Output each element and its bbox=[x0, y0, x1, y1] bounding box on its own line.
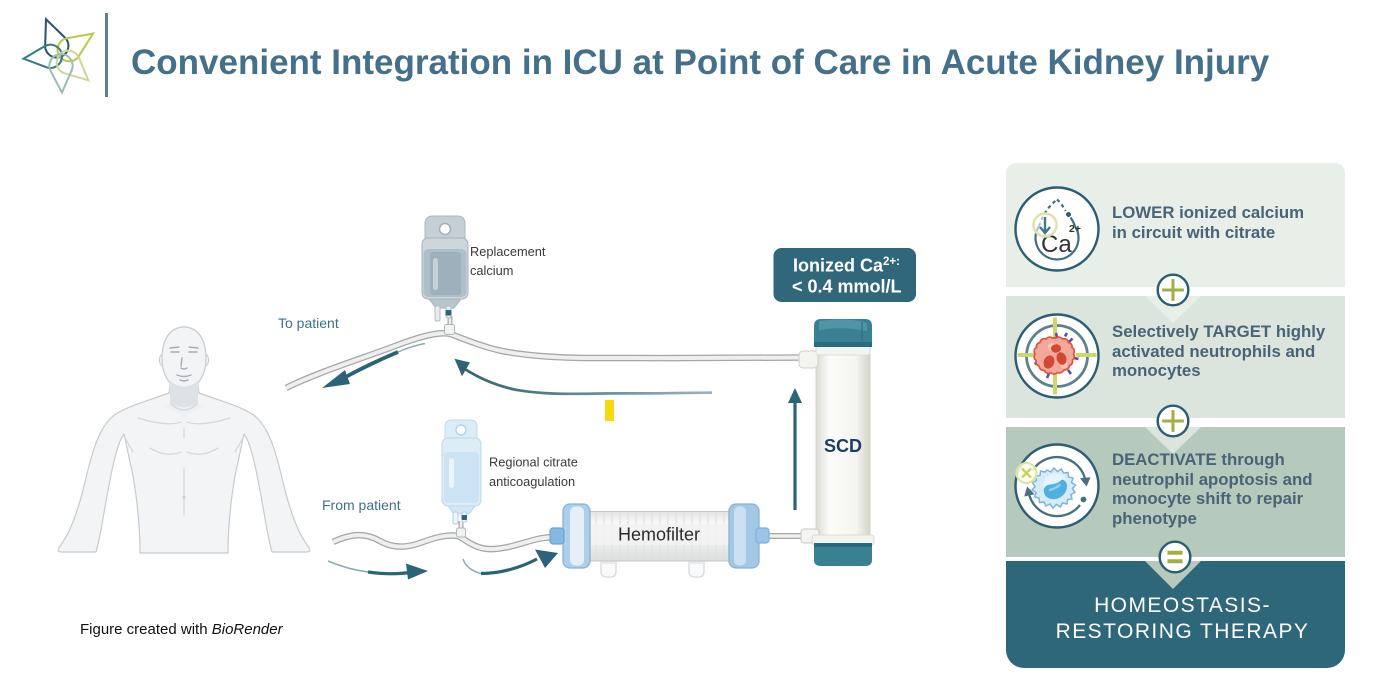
svg-text:< 0.4 mmol/L: < 0.4 mmol/L bbox=[792, 277, 902, 297]
svg-text:SCD: SCD bbox=[824, 436, 862, 456]
svg-text:Replacement: Replacement bbox=[470, 244, 546, 259]
svg-text:calcium: calcium bbox=[470, 263, 513, 278]
svg-text:Regional citrate: Regional citrate bbox=[489, 455, 578, 470]
svg-text:From patient: From patient bbox=[322, 497, 401, 513]
svg-text:To patient: To patient bbox=[278, 315, 339, 331]
svg-text:Hemofilter: Hemofilter bbox=[618, 525, 700, 545]
svg-text:Ionized Ca2+:: Ionized Ca2+: bbox=[793, 256, 900, 276]
svg-text:2+: 2+ bbox=[1069, 223, 1081, 235]
svg-text:anticoagulation: anticoagulation bbox=[489, 474, 575, 489]
